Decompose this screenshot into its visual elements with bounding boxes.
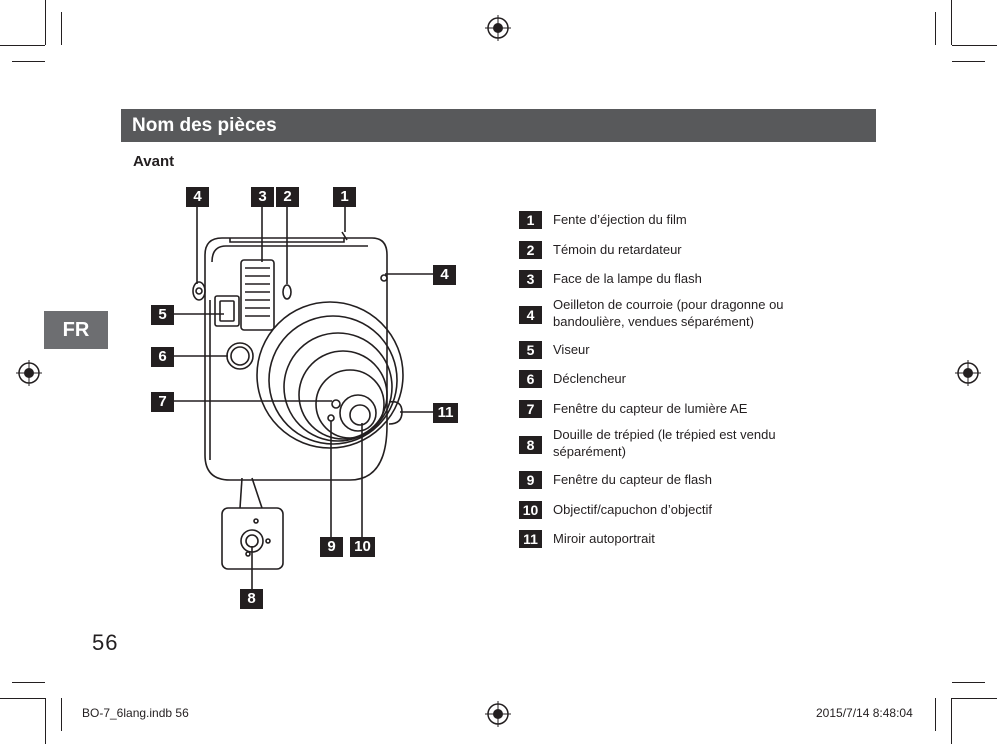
- language-tab: FR: [44, 311, 108, 349]
- callout-9: 9: [320, 537, 343, 557]
- legend-number: 10: [519, 501, 542, 519]
- legend-label: Fenêtre du capteur de flash: [553, 472, 712, 487]
- legend-number: 4: [519, 306, 542, 324]
- registration-mark-icon: [485, 701, 511, 727]
- footer-file: BO-7_6lang.indb 56: [82, 706, 189, 720]
- crop-mark: [935, 698, 936, 731]
- registration-mark-icon: [485, 15, 511, 41]
- crop-mark: [952, 45, 997, 46]
- legend-label: Fenêtre du capteur de lumière AE: [553, 401, 748, 416]
- crop-mark: [12, 682, 45, 683]
- legend-label: Objectif/capuchon d’objectif: [553, 502, 712, 517]
- registration-mark-icon: [16, 360, 42, 386]
- legend-number: 1: [519, 211, 542, 229]
- callout-11: 11: [433, 403, 458, 423]
- crop-mark: [0, 45, 45, 46]
- crop-mark: [0, 698, 45, 699]
- subheading: Avant: [133, 153, 175, 170]
- callout-2: 2: [276, 187, 299, 207]
- crop-mark: [952, 698, 997, 699]
- crop-mark: [45, 698, 46, 744]
- legend-label: Témoin du retardateur: [553, 242, 682, 257]
- legend-number: 6: [519, 370, 542, 388]
- footer-datetime: 2015/7/14 8:48:04: [816, 706, 913, 720]
- callout-4-right: 4: [433, 265, 456, 285]
- legend-label: Fente d’éjection du film: [553, 212, 687, 227]
- callout-4-top: 4: [186, 187, 209, 207]
- callout-6: 6: [151, 347, 174, 367]
- callout-7: 7: [151, 392, 174, 412]
- legend-number: 5: [519, 341, 542, 359]
- crop-mark: [45, 0, 46, 45]
- section-title: Nom des pièces: [121, 109, 876, 142]
- crop-mark: [951, 0, 952, 45]
- crop-mark: [952, 61, 985, 62]
- legend-number: 2: [519, 241, 542, 259]
- legend-number: 11: [519, 530, 542, 548]
- crop-mark: [61, 698, 62, 731]
- legend-label: Miroir autoportrait: [553, 531, 655, 546]
- legend-label: Douille de trépied (le trépied est vendu…: [553, 427, 776, 459]
- crop-mark: [935, 12, 936, 45]
- legend-number: 3: [519, 270, 542, 288]
- legend-label: Déclencheur: [553, 371, 626, 386]
- crop-mark: [61, 12, 62, 45]
- callout-3: 3: [251, 187, 274, 207]
- callout-1: 1: [333, 187, 356, 207]
- legend-label: Face de la lampe du flash: [553, 271, 702, 286]
- callout-10: 10: [350, 537, 375, 557]
- crop-mark: [952, 682, 985, 683]
- legend-label: Viseur: [553, 342, 590, 357]
- crop-mark: [12, 61, 45, 62]
- legend-number: 9: [519, 471, 542, 489]
- callout-5: 5: [151, 305, 174, 325]
- callout-8: 8: [240, 589, 263, 609]
- legend-number: 8: [519, 436, 542, 454]
- registration-mark-icon: [955, 360, 981, 386]
- crop-mark: [951, 698, 952, 744]
- legend-number: 7: [519, 400, 542, 418]
- legend-label: Oeilleton de courroie (pour dragonne ou …: [553, 297, 784, 329]
- page-number: 56: [92, 630, 119, 655]
